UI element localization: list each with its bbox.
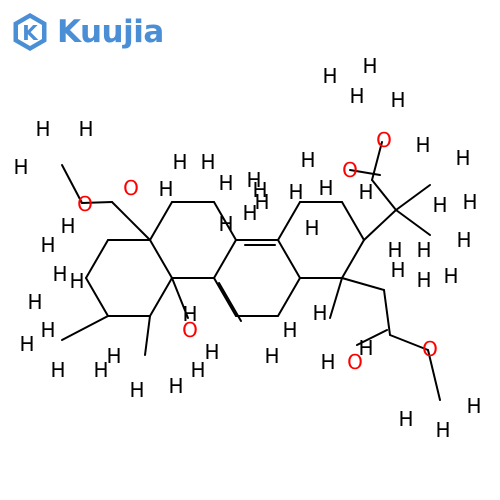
bond bbox=[85, 277, 109, 317]
bond bbox=[149, 239, 173, 279]
hydrogen-atom-label: H bbox=[27, 290, 42, 314]
svg-text:K: K bbox=[22, 21, 39, 45]
hydrogen-atom-label: H bbox=[242, 201, 257, 225]
hydrogen-atom-label: H bbox=[252, 178, 267, 202]
bond bbox=[395, 184, 431, 211]
hydrogen-atom-label: H bbox=[40, 233, 55, 257]
bond bbox=[341, 239, 365, 279]
hydrogen-atom-label: H bbox=[462, 190, 477, 214]
bond bbox=[85, 239, 109, 279]
double-bond bbox=[349, 169, 381, 176]
hydrogen-atom-label: H bbox=[204, 340, 219, 364]
bond bbox=[329, 277, 343, 319]
bond bbox=[149, 201, 173, 241]
hydrogen-atom-label: H bbox=[432, 193, 447, 217]
hydrogen-atom-label: H bbox=[264, 344, 279, 368]
hydrogen-atom-label: H bbox=[288, 180, 303, 204]
bond bbox=[395, 209, 431, 236]
bond bbox=[213, 239, 237, 279]
hydrogen-atom-label: H bbox=[455, 146, 470, 170]
hydrogen-atom-label: H bbox=[300, 148, 315, 172]
bond bbox=[61, 315, 109, 341]
bond bbox=[389, 334, 429, 351]
hydrogen-atom-label: H bbox=[246, 168, 261, 192]
hydrogen-atom-label: H bbox=[416, 238, 431, 262]
hydrogen-atom-label: H bbox=[416, 268, 431, 292]
bond bbox=[341, 277, 385, 291]
bond bbox=[363, 209, 397, 241]
hydrogen-atom-label: H bbox=[182, 302, 197, 326]
oxygen-atom-label: O bbox=[342, 158, 358, 182]
hydrogen-atom-label: H bbox=[362, 54, 377, 78]
double-bond bbox=[356, 329, 388, 346]
hydrogen-atom-label: H bbox=[200, 150, 215, 174]
bond bbox=[277, 201, 301, 241]
hydrogen-atom-label: H bbox=[304, 216, 319, 240]
hydrogen-atom-label: H bbox=[358, 180, 373, 204]
double-bond bbox=[218, 282, 242, 322]
kuujia-logo: K Kuujia bbox=[10, 10, 170, 54]
bond bbox=[427, 349, 441, 401]
bond bbox=[213, 277, 237, 317]
hydrogen-atom-label: H bbox=[443, 264, 458, 288]
brand-name: Kuujia bbox=[57, 14, 164, 50]
hydrogen-atom-label: H bbox=[93, 358, 108, 382]
hydrogen-atom-label: H bbox=[172, 150, 187, 174]
hydrogen-atom-label: H bbox=[168, 374, 183, 398]
hydrogen-atom-label: H bbox=[129, 378, 144, 402]
hydrogen-atom-label: H bbox=[435, 418, 450, 442]
hydrogen-atom-label: H bbox=[312, 301, 327, 325]
oxygen-atom-label: O bbox=[77, 192, 93, 216]
bond bbox=[371, 179, 397, 211]
hydrogen-atom-label: H bbox=[320, 350, 335, 374]
hydrogen-atom-label: H bbox=[158, 177, 173, 201]
bond bbox=[171, 277, 189, 319]
hydrogen-atom-label: H bbox=[35, 117, 50, 141]
hydrogen-atom-label: H bbox=[50, 358, 65, 382]
hydrogen-atom-label: H bbox=[398, 407, 413, 431]
bond bbox=[81, 201, 113, 204]
hydrogen-atom-label: H bbox=[390, 88, 405, 112]
hydrogen-atom-label: H bbox=[456, 228, 471, 252]
hydrogen-atom-label: H bbox=[60, 214, 75, 238]
hydrogen-atom-label: H bbox=[322, 64, 337, 88]
bond bbox=[111, 201, 151, 241]
hydrogen-atom-label: H bbox=[52, 262, 67, 286]
bond bbox=[61, 164, 83, 204]
hydrogen-atom-label: H bbox=[218, 171, 233, 195]
hydrogen-atom-label: H bbox=[282, 318, 297, 342]
hydrogen-atom-label: H bbox=[78, 117, 93, 141]
hydrogen-atom-label: H bbox=[254, 190, 269, 214]
hydrogen-atom-label: H bbox=[19, 332, 34, 356]
bond bbox=[277, 277, 301, 317]
hydrogen-atom-label: H bbox=[466, 394, 481, 418]
oxygen-atom-label: O bbox=[182, 318, 198, 342]
hydrogen-atom-label: H bbox=[349, 84, 364, 108]
hydrogen-atom-label: H bbox=[69, 269, 84, 293]
bond bbox=[149, 277, 173, 317]
bond bbox=[144, 315, 151, 356]
hydrogen-atom-label: H bbox=[190, 358, 205, 382]
bond bbox=[213, 201, 237, 241]
oxygen-atom-label: O bbox=[123, 176, 139, 200]
oxygen-atom-label: O bbox=[422, 337, 438, 361]
hydrogen-atom-label: H bbox=[13, 155, 28, 179]
bond bbox=[383, 289, 391, 336]
hydrogen-atom-label: H bbox=[387, 238, 402, 262]
hydrogen-atom-label: H bbox=[415, 133, 430, 157]
bond bbox=[277, 239, 301, 279]
hydrogen-atom-label: H bbox=[40, 318, 55, 342]
hydrogen-atom-label: H bbox=[106, 344, 121, 368]
hydrogen-atom-label: H bbox=[318, 176, 333, 200]
kuujia-logo-icon: K bbox=[13, 13, 47, 51]
hydrogen-atom-label: H bbox=[218, 212, 233, 236]
oxygen-atom-label: O bbox=[347, 350, 363, 374]
bonds bbox=[61, 141, 441, 401]
bond bbox=[341, 201, 365, 241]
hydrogen-atom-label: H bbox=[390, 258, 405, 282]
hydrogen-atom-label: H bbox=[358, 336, 373, 360]
oxygen-atom-label: O bbox=[376, 128, 392, 152]
